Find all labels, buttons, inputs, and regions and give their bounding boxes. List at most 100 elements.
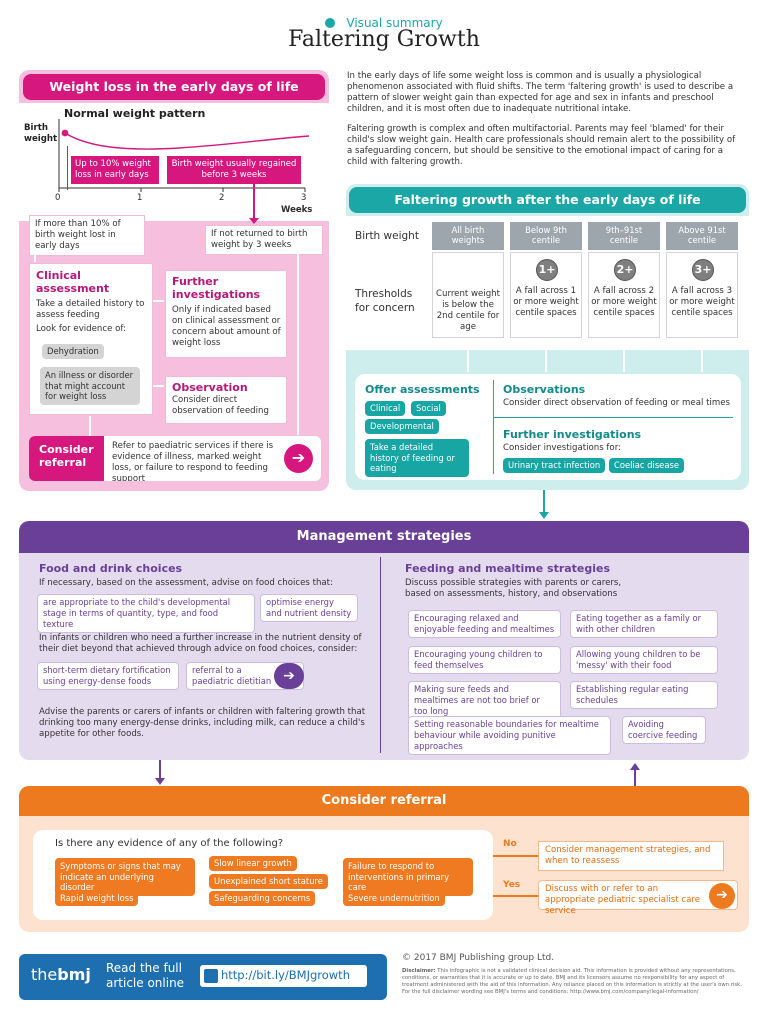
bmj-logo-the: the — [31, 965, 58, 984]
look-for-text: Look for evidence of: — [36, 324, 126, 334]
assessment-chip-social: Social — [411, 401, 446, 416]
further-investigations-box: Further investigations Only if indicated… — [165, 270, 287, 358]
clinical-assessment-box: Clinical assessment Take a detailed hist… — [29, 263, 153, 415]
threshold-col-1-card: 1+ A fall across 1 or more weight centil… — [510, 252, 582, 338]
early-loss-note: Up to 10% weight loss in early days — [71, 156, 159, 184]
history-chip: Take a detailed history of feeding or ea… — [365, 439, 469, 477]
eye-icon — [325, 18, 336, 28]
referral-question: Is there any evidence of any of the foll… — [55, 838, 284, 849]
regain-arrow-head — [249, 218, 259, 224]
management-to-referral-arrow — [159, 760, 161, 780]
food-choices-title: Food and drink choices — [39, 562, 183, 575]
further-investigations-title: Further investigations — [172, 275, 261, 301]
referral-chip-rapid-loss: Rapid weight loss — [55, 891, 139, 906]
early-referral-row: Consider referral Refer to paediatric se… — [29, 436, 321, 481]
dehydration-chip: Dehydration — [42, 344, 104, 359]
header: Visual summary Faltering Growth — [0, 8, 768, 58]
threshold-col-1-text: A fall across 1 or more weight centile s… — [513, 286, 579, 318]
arrow-to-clinical — [34, 248, 36, 262]
observation-box: Observation Consider direct observation … — [165, 376, 287, 424]
management-panel: Management strategies Food and drink cho… — [19, 521, 749, 760]
after-early-days-panel: Faltering growth after the early days of… — [346, 184, 749, 490]
early-referral-text: Refer to paediatric services if there is… — [112, 441, 274, 481]
management-title: Management strategies — [19, 521, 749, 553]
chart-tick-label-1: 1 — [137, 193, 143, 203]
header-kicker-row: Visual summary — [0, 12, 768, 31]
more-than-10-box: If more than 10% of birth weight lost in… — [29, 215, 145, 256]
bmj-logo-bmj: bmj — [57, 965, 91, 984]
threshold-col-0-text: Current weight is below the 2nd centile … — [436, 289, 500, 332]
observation-text: Consider direct observation of feeding — [172, 395, 269, 416]
feeding-pill-6: Setting reasonable boundaries for mealti… — [408, 716, 611, 755]
article-url[interactable]: http://bit.ly/BMJgrowth — [221, 968, 350, 982]
referral-panel: Consider referral Is there any evidence … — [19, 786, 749, 932]
threshold-col-1: Below 9th centile 1+ A fall across 1 or … — [510, 222, 582, 338]
after-to-management-arrowhead — [539, 512, 549, 519]
assessments-divider-h — [493, 417, 733, 418]
threshold-col-2-text: A fall across 2 or more weight centile s… — [591, 286, 657, 318]
after-early-days-title: Faltering growth after the early days of… — [349, 187, 746, 213]
dietitian-arrow-icon[interactable]: ➔ — [274, 663, 304, 689]
observation-title: Observation — [172, 381, 248, 394]
food-pill-appropriate: are appropriate to the child's developme… — [37, 594, 255, 633]
copyright: © 2017 BMJ Publishing group Ltd. — [402, 953, 555, 963]
early-referral-label: Consider referral — [29, 436, 104, 481]
referral-chip-linear: Slow linear growth — [209, 856, 297, 871]
referral-chip-safeguarding: Safeguarding concerns — [209, 891, 316, 906]
arrow-to-observation — [153, 385, 164, 387]
clinical-assessment-text: Take a detailed history to assess feedin… — [36, 299, 145, 320]
further-investigations-text: Only if indicated based on clinical asse… — [172, 305, 281, 348]
referral-chip-undernutrition: Severe undernutrition — [343, 891, 445, 906]
birth-weight-row-label: Birth weight — [355, 230, 419, 242]
weight-curve — [64, 132, 310, 150]
illness-chip: An illness or disorder that might accoun… — [40, 367, 140, 405]
weight-chart — [58, 119, 310, 192]
specialist-arrow-icon[interactable]: ➔ — [709, 883, 735, 909]
early-referral-arrow-icon[interactable]: ➔ — [284, 444, 313, 473]
feeding-pill-7: Avoiding coercive feeding — [622, 716, 706, 744]
threshold-col-3-text: A fall across 3 or more weight centile s… — [669, 286, 735, 318]
further-investigations-teal-title: Further investigations — [503, 428, 642, 441]
feeding-pill-4: Making sure feeds and mealtimes are not … — [408, 681, 561, 720]
yes-outcome-box: Discuss with or refer to an appropriate … — [538, 880, 738, 916]
assessments-divider — [493, 380, 494, 474]
management-divider — [380, 557, 381, 753]
not-returned-box: If not returned to birth weight by 3 wee… — [205, 225, 323, 255]
article-link[interactable]: http://bit.ly/BMJgrowth — [200, 965, 367, 987]
feeding-strategies-title: Feeding and mealtime strategies — [405, 562, 611, 575]
arrow-to-further — [153, 300, 164, 302]
threshold-col-2-card: 2+ A fall across 2 or more weight centil… — [588, 252, 660, 338]
arrow-to-referral-right — [297, 250, 299, 435]
header-kicker: Visual summary — [346, 16, 443, 30]
threshold-col-0-card: Current weight is below the 2nd centile … — [432, 252, 504, 338]
food-pill-optimise: optimise energy and nutrient density — [260, 594, 358, 622]
disclaimer-label: Disclaimer: — [402, 968, 436, 974]
bmj-logo: thebmj — [31, 965, 91, 984]
regain-arrow-line — [253, 181, 255, 221]
threshold-col-2: 9th–91st centile 2+ A fall across 2 or m… — [588, 222, 660, 338]
offer-assessments-title: Offer assessments — [365, 383, 480, 396]
assessment-chip-clinical: Clinical — [365, 401, 406, 416]
read-article-text: Read the full article online — [106, 961, 185, 990]
col-arrow-0 — [467, 350, 469, 372]
management-to-referral-arrowhead — [155, 778, 165, 785]
clinical-assessment-title: Clinical assessment — [36, 269, 110, 295]
threshold-col-3: Above 91st centile 3+ A fall across 3 or… — [666, 222, 738, 338]
referral-chip-symptoms: Symptoms or signs that may indicate an u… — [55, 858, 195, 896]
referral-chip-stature: Unexplained short stature — [209, 874, 328, 889]
disclaimer: Disclaimer: This infographic is not a va… — [402, 968, 749, 996]
feeding-pill-5: Establishing regular eating schedules — [570, 681, 718, 709]
early-days-panel: Weight loss in the early days of life No… — [19, 70, 329, 491]
referral-chip-failure: Failure to respond to interventions in p… — [343, 858, 473, 896]
density-text: In infants or children who need a furthe… — [39, 633, 362, 654]
feeding-strategies-intro: Discuss possible strategies with parents… — [405, 578, 622, 599]
page-title: Faltering Growth — [288, 27, 480, 52]
observations-title: Observations — [503, 383, 586, 396]
observations-text: Consider direct observation of feeding o… — [503, 398, 730, 408]
yes-outcome-text: Discuss with or refer to an appropriate … — [545, 884, 700, 916]
no-branch-line — [493, 855, 539, 857]
regain-note: Birth weight usually regained before 3 w… — [167, 156, 301, 184]
col-arrow-1 — [545, 350, 547, 372]
yes-branch-line — [493, 895, 539, 897]
disclaimer-text: This infographic is not a validated clin… — [402, 968, 742, 995]
